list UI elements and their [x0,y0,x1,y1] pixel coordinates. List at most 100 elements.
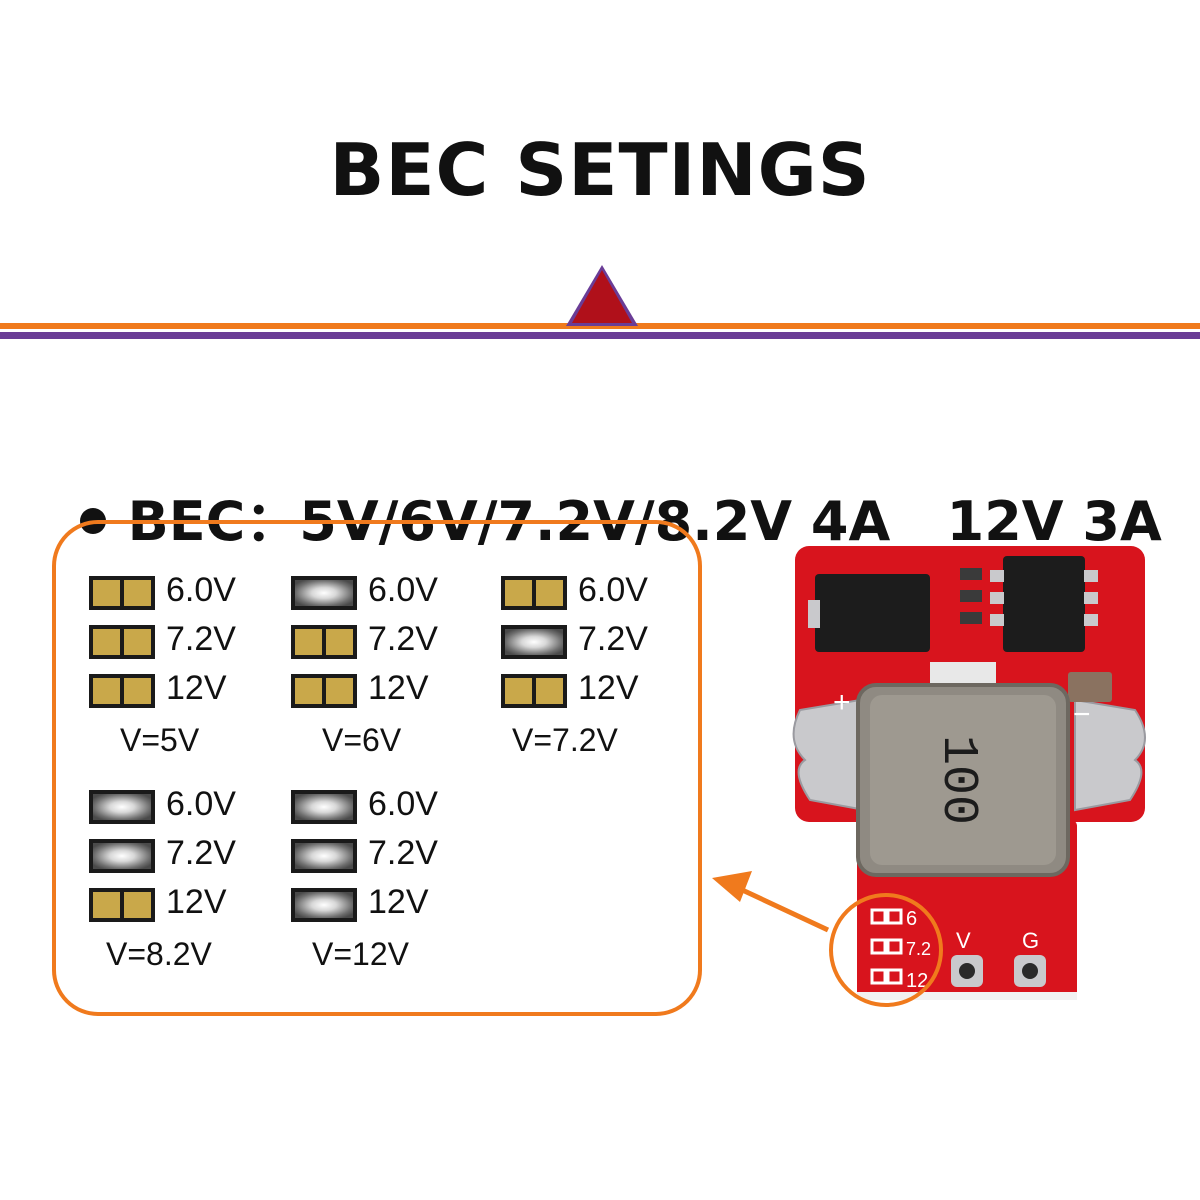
solder-jumper-pad [291,674,357,708]
resistor [960,568,982,580]
output-voltage-caption: V=8.2V [106,936,212,972]
jumper-highlight-circle [829,893,943,1007]
inductor-face [870,695,1056,865]
open-pad-half [295,678,322,704]
open-pad-half [124,629,151,655]
jumper-label: 12V [166,669,227,707]
triangle-marker [572,270,632,323]
setting-group-7v2: 6.0V 7.2V 12V V=7.2V [500,571,700,758]
setting-group-8v2: 6.0V 7.2V 12V V=8.2V [88,785,288,972]
pcb-label-7v2: 7.2 [906,939,931,959]
solder-jumper-pad [291,839,357,873]
solder-jumper-pad [89,674,155,708]
jumper-label: 7.2V [368,834,438,872]
solder-jumper-pad [89,625,155,659]
pcb-white-strip [857,992,1077,1000]
open-pad-half [536,580,563,606]
jumper-row-12v: 12V [500,669,700,720]
jumper-label: 7.2V [166,620,236,658]
solder-jumper-pad [291,576,357,610]
ic-pin [990,570,1004,582]
ic-pin [1084,614,1098,626]
capacitor [1068,672,1112,702]
solder-jumper-pad [291,790,357,824]
jumper-label: 6.0V [578,571,648,609]
jumper-row-7v2: 7.2V [290,834,490,885]
solder-bridge [93,794,151,820]
jumper-label: 12V [578,669,639,707]
solder-tab-left [792,698,867,812]
jumper-label: 6.0V [368,785,438,823]
jumper-label: 6.0V [368,571,438,609]
open-pad-half [326,629,353,655]
terminal-v-label: V [956,928,971,953]
solder-jumper-pad [89,888,155,922]
terminal-g-label: G [1022,928,1039,953]
plus-sign: + [833,686,851,719]
open-pad-half [93,678,120,704]
open-pad-half [326,678,353,704]
setting-group-6v: 6.0V 7.2V 12V V=6V [290,571,490,758]
pcb-jumper-pad [870,908,887,925]
ic-right [1003,556,1085,652]
jumper-label: 12V [368,669,429,707]
inductor-marking: 100 [929,735,986,825]
solder-jumper-pad [89,576,155,610]
jumper-row-6v: 6.0V [88,785,288,836]
solder-jumper-pad [89,790,155,824]
divider-purple-line [0,332,1200,339]
solder-jumper-pad [501,674,567,708]
solder-jumper-pad [501,625,567,659]
jumper-row-12v: 12V [88,669,288,720]
jumper-settings-panel [52,520,702,1016]
jumper-row-7v2: 7.2V [290,620,490,671]
jumper-label: 7.2V [368,620,438,658]
spec-text: BEC：5V/6V/7.2V/8.2V 4A 12V 3A [127,490,1162,553]
solder-bridge [295,580,353,606]
pcb-jumper-pad [870,938,887,955]
jumper-row-12v: 12V [290,883,490,934]
jumper-row-6v: 6.0V [290,571,490,622]
jumper-label: 7.2V [166,834,236,872]
solder-jumper-pad [291,888,357,922]
jumper-label: 6.0V [166,785,236,823]
output-voltage-caption: V=12V [312,936,409,972]
jumper-row-12v: 12V [290,669,490,720]
component-white [930,662,996,686]
jumper-label: 12V [166,883,227,921]
spec-line: BEC：5V/6V/7.2V/8.2V 4A 12V 3A [42,414,1162,556]
jumper-label: 7.2V [578,620,648,658]
jumper-row-6v: 6.0V [88,571,288,622]
pcb-jumper-pad [870,968,887,985]
solder-bridge [295,794,353,820]
open-pad-half [505,580,532,606]
setting-group-5v: 6.0V 7.2V 12V V=5V [88,571,288,758]
pcb-label-6: 6 [906,908,917,930]
resistor [960,590,982,602]
output-voltage-caption: V=5V [120,722,200,758]
solder-bridge [295,843,353,869]
output-voltage-caption: V=7.2V [512,722,618,758]
solder-jumper-pad [291,625,357,659]
solder-bridge [295,892,353,918]
jumper-row-7v2: 7.2V [88,620,288,671]
open-pad-half [93,629,120,655]
open-pad-half [93,892,120,918]
setting-group-12v: 6.0V 7.2V 12V V=12V [290,785,490,972]
jumper-row-6v: 6.0V [290,785,490,836]
open-pad-half [536,678,563,704]
bec-board-photo: 100 + − 6 7.2 12 V G [792,546,1146,1007]
jumper-row-7v2: 7.2V [500,620,700,671]
terminal-g-hole [1022,963,1038,979]
terminal-v-hole [959,963,975,979]
pcb-jumper-pad [886,908,903,925]
divider-with-triangle [0,265,1200,339]
output-voltage-caption: V=6V [322,722,402,758]
ic-pin [1084,592,1098,604]
mosfet-left-tab [808,600,820,628]
mosfet-left [815,574,930,652]
solder-tab-right [1074,698,1146,812]
arrowhead-icon [712,871,752,902]
resistor [960,612,982,624]
open-pad-half [295,629,322,655]
